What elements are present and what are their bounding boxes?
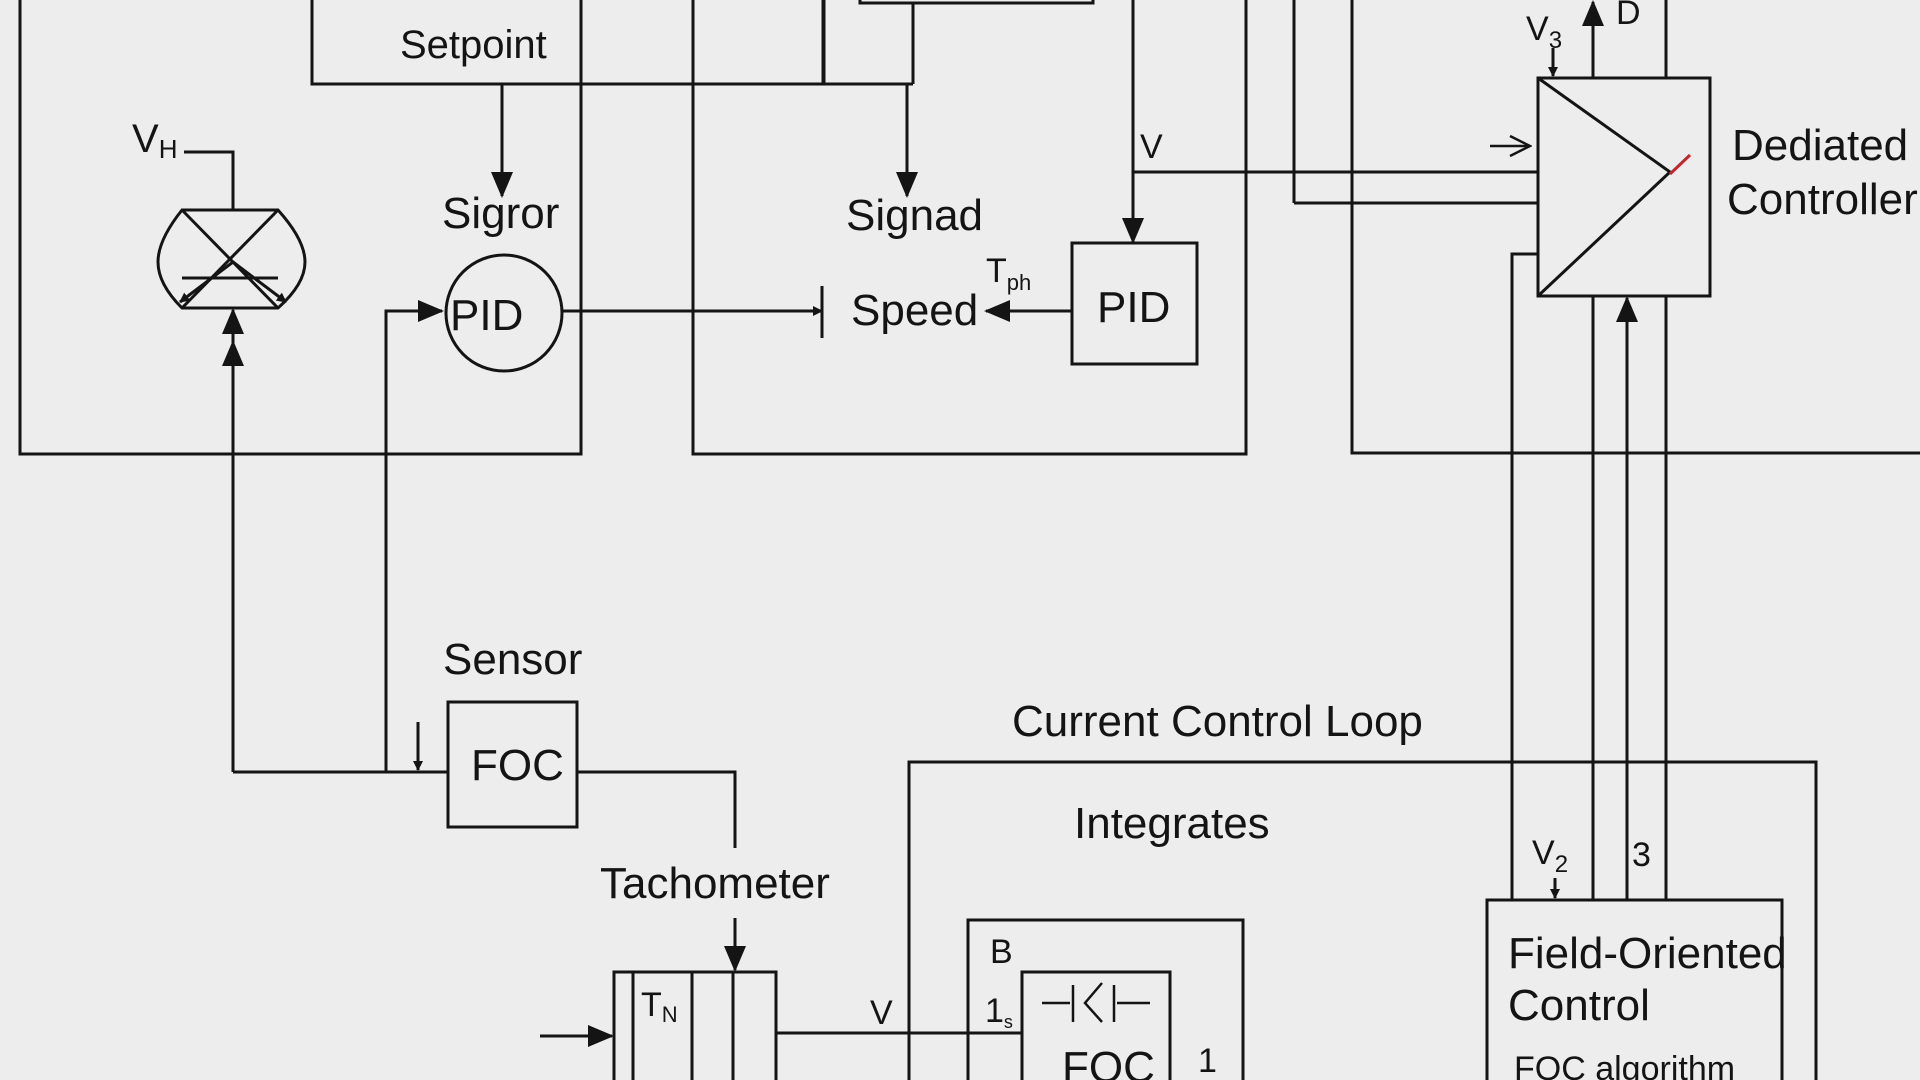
tachometer-label: Tachometer: [600, 859, 830, 908]
v-top-label: V: [1140, 128, 1163, 166]
right-group-frame: [1350, 0, 1920, 455]
signad-label: Signad: [846, 191, 983, 240]
pid-circle-block: [444, 253, 564, 373]
t-ph-label: Tph: [986, 252, 1031, 295]
pid-circle-label: PID: [450, 291, 523, 340]
d-label: D: [1616, 0, 1641, 32]
current-loop-title: Current Control Loop: [1012, 697, 1423, 746]
switch-symbol: [1042, 982, 1150, 1023]
dedicated-controller-block: [1536, 76, 1712, 298]
b-label: B: [990, 933, 1013, 971]
foc-inner-label: FOC: [1062, 1043, 1155, 1080]
foc-sensor-block: [446, 700, 579, 829]
one-left-label: 1s: [985, 992, 1013, 1032]
vh-label: VH: [132, 117, 177, 164]
field-oriented-line1: Field-Oriented: [1508, 929, 1787, 978]
tachometer-block: [612, 970, 778, 1080]
dedicated-controller-line1: Dediated: [1732, 121, 1908, 170]
dedicated-controller-line2: Controller: [1727, 175, 1918, 224]
speed-label: Speed: [851, 286, 978, 335]
setpoint-label: Setpoint: [400, 23, 547, 67]
sigror-label: Sigror: [442, 189, 559, 238]
v2-label: V2: [1532, 834, 1568, 878]
integrator-block: [966, 918, 1245, 1080]
foc-inner-block: [1020, 970, 1172, 1080]
foc-sensor-label: FOC: [471, 741, 564, 790]
integrates-label: Integrates: [1074, 799, 1270, 848]
one-right-label: 1: [1198, 1042, 1217, 1080]
middle-group-frame: [691, 0, 1248, 456]
accent-mark: [1668, 153, 1692, 176]
pid-box-label: PID: [1097, 283, 1170, 332]
v3-label: V3: [1526, 10, 1562, 54]
field-oriented-line2: Control: [1508, 981, 1650, 1030]
top-middle-block: [858, 0, 1095, 5]
field-oriented-control-block: [1485, 898, 1784, 1080]
sensor-label: Sensor: [443, 635, 582, 684]
v-bottom-label: V: [870, 994, 893, 1032]
t-n-label: TN: [641, 986, 678, 1027]
valve-symbol: [156, 208, 307, 310]
setpoint-block: [310, 0, 826, 86]
current-control-loop-frame: [907, 760, 1818, 1080]
left-group-frame: [18, 0, 583, 456]
foc-algorithm-label: FOC algorithm: [1514, 1050, 1735, 1080]
three-label: 3: [1632, 836, 1651, 874]
